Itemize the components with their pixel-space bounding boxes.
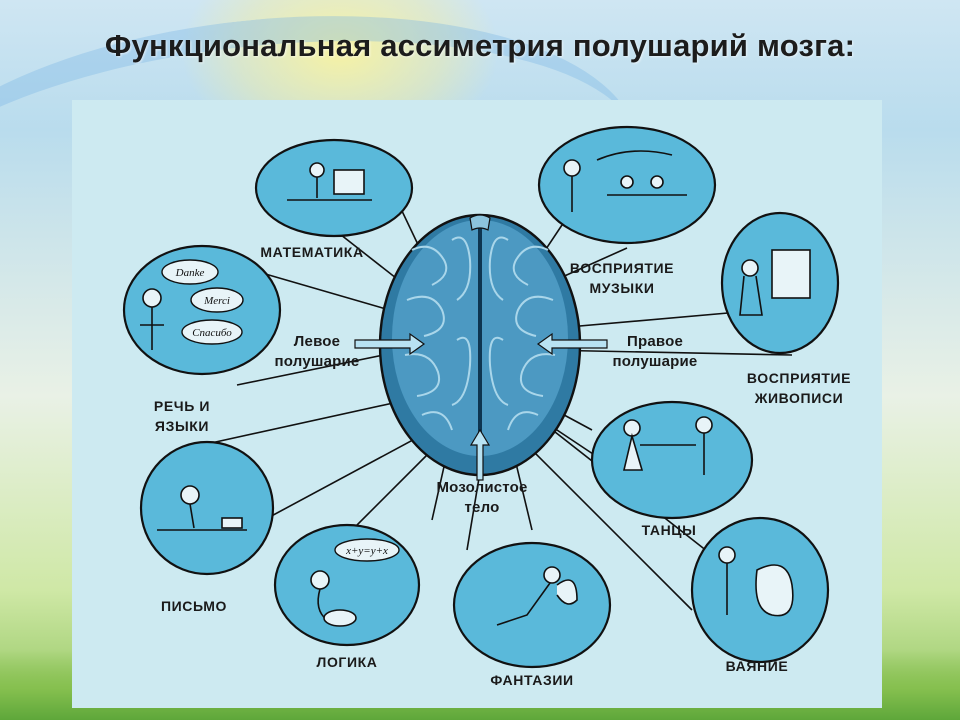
sculptor-icon [718, 546, 736, 564]
left-arrow-icon [354, 332, 426, 356]
pictograms [140, 150, 811, 627]
label-music: ВОСПРИЯТИЕ МУЗЫКИ [569, 260, 675, 296]
viewer-icon [741, 259, 759, 277]
up-arrow-icon [469, 428, 491, 481]
label-writing: ПИСЬМО [160, 598, 228, 614]
bubble-fantasy [452, 541, 612, 669]
label-logic: ЛОГИКА [316, 654, 378, 670]
listener-icon [563, 159, 581, 177]
formula-text: x+y=y+x [345, 545, 388, 557]
computer-icon [333, 169, 365, 195]
speech-bubbles [161, 259, 400, 562]
thinker-icon [310, 570, 330, 590]
slide-title: Функциональная ассиметрия полушарий мозг… [104, 28, 856, 63]
right-hemisphere-label: Правое полушарие [612, 333, 698, 370]
label-speech: РЕЧЬ И ЯЗЫКИ [153, 398, 211, 434]
line-writing-1 [201, 399, 408, 446]
label-sculpture: ВАЯНИЕ [725, 658, 789, 674]
bubble-dance [590, 400, 754, 520]
corpus-callosum-label: Мозолистое тело [436, 479, 528, 516]
line-painting-2 [541, 349, 793, 356]
label-dance: ТАНЦЫ [641, 522, 697, 538]
diagram-svg: Danke Merci Спасибо x+y=y+x [122, 125, 840, 669]
word-danke: Danke [175, 267, 205, 279]
person-icon [309, 162, 325, 178]
speech-bubble-2 [190, 287, 244, 313]
speaker-icon [142, 288, 162, 308]
brain-gyri [404, 236, 556, 431]
dancer-icon-2 [695, 416, 713, 434]
speech-bubble-1 [161, 259, 219, 285]
label-math: МАТЕМАТИКА [260, 244, 364, 260]
formula-bubble [334, 538, 400, 562]
fairy-icon [543, 566, 561, 584]
painting-frame-icon [771, 249, 811, 299]
label-painting: ВОСПРИЯТИЕ ЖИВОПИСИ [746, 370, 852, 406]
label-fantasy: ФАНТАЗИИ [490, 672, 574, 688]
left-hemisphere-label: Левое полушарие [274, 333, 360, 370]
statue-icon [755, 564, 794, 617]
speech-bubble-3 [181, 319, 243, 345]
arrows [354, 332, 608, 481]
diagram-panel: Danke Merci Спасибо x+y=y+x [72, 100, 882, 708]
line-logic-1 [341, 444, 438, 541]
music-notes-icon [596, 150, 673, 161]
bubble-writing [139, 440, 275, 576]
word-merci: Merci [203, 295, 230, 307]
word-spasibo: Спасибо [192, 327, 232, 339]
writer-icon [180, 485, 200, 505]
right-arrow-icon [536, 332, 608, 356]
